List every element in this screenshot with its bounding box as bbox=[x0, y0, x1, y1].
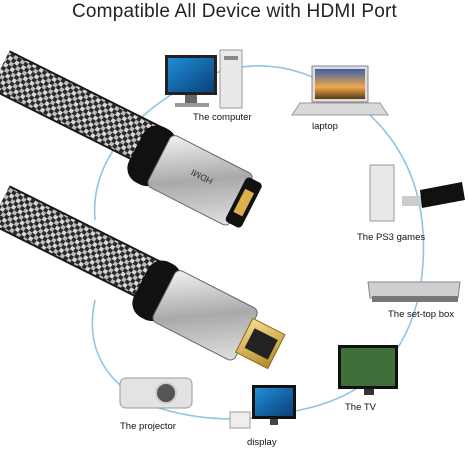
display-icon bbox=[229, 385, 296, 429]
tv-icon bbox=[338, 345, 398, 395]
label-tv: The TV bbox=[345, 402, 376, 413]
label-display: display bbox=[247, 437, 277, 448]
lower-cable bbox=[0, 185, 180, 310]
projector-icon bbox=[119, 377, 193, 409]
settop-box-icon bbox=[367, 281, 461, 302]
ps3-icon bbox=[369, 164, 465, 222]
page-title: Compatible All Device with HDMI Port bbox=[71, 1, 398, 22]
label-computer: The computer bbox=[193, 112, 252, 123]
label-projector: The projector bbox=[120, 421, 176, 432]
laptop-icon bbox=[291, 65, 389, 116]
upper-cable bbox=[0, 50, 170, 170]
label-ps3: The PS3 games bbox=[357, 232, 426, 243]
female-connector: HDMI bbox=[127, 125, 262, 228]
male-connector bbox=[132, 260, 286, 370]
label-settop: The set-top box bbox=[388, 309, 455, 320]
label-laptop: laptop bbox=[312, 121, 338, 132]
computer-icon bbox=[165, 49, 243, 109]
